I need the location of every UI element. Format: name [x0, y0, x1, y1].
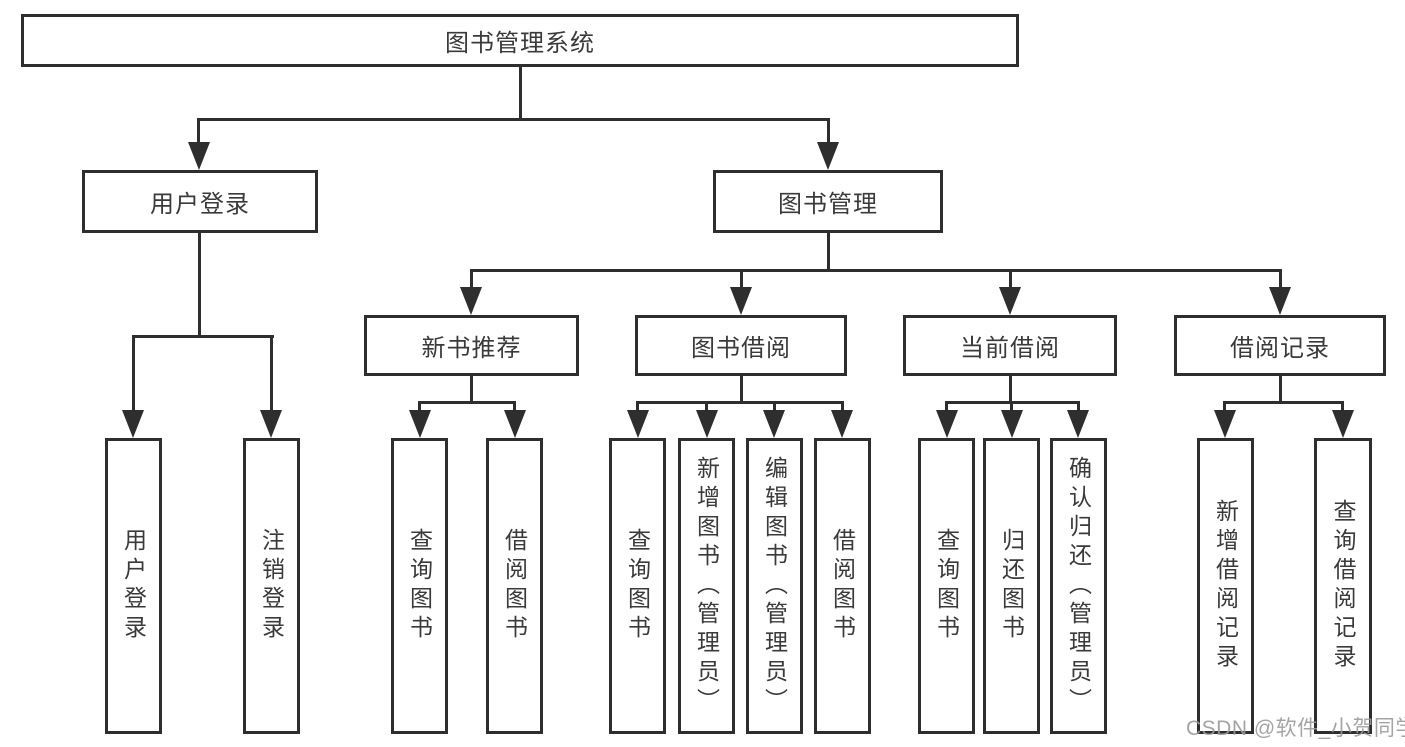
- line: [198, 233, 201, 338]
- leaf-logout: 注销登录: [243, 438, 300, 734]
- node-new-book-recommend: 新书推荐: [364, 315, 579, 376]
- line: [827, 233, 830, 271]
- leaf-return-books-label: 归还图书: [998, 528, 1025, 644]
- leaf-query-books-1-label: 查询图书: [406, 528, 433, 644]
- leaf-borrow-books-1: 借阅图书: [486, 438, 543, 734]
- leaf-query-books-1: 查询图书: [391, 438, 448, 734]
- node-borrowing-records-label: 借阅记录: [1230, 335, 1330, 362]
- arrow-down: [1332, 410, 1354, 438]
- leaf-borrow-books-1-label: 借阅图书: [501, 528, 528, 644]
- line: [470, 376, 473, 404]
- line: [418, 401, 516, 404]
- line: [270, 335, 273, 413]
- leaf-query-books-3-label: 查询图书: [933, 528, 960, 644]
- line: [1341, 401, 1344, 416]
- arrow-down: [696, 410, 718, 438]
- leaf-edit-books-admin-label: 编辑图书（管理员）: [761, 455, 788, 717]
- line: [197, 118, 830, 121]
- line: [841, 401, 844, 416]
- line: [636, 401, 639, 416]
- line: [513, 401, 516, 416]
- node-book-management-label: 图书管理: [778, 191, 878, 218]
- arrow-down: [1214, 410, 1236, 438]
- csdn-watermark: CSDN @软件_小贺同学: [1186, 717, 1405, 740]
- arrow-down: [1067, 410, 1089, 438]
- arrow-down: [1269, 287, 1291, 315]
- arrow-down: [1001, 410, 1023, 438]
- leaf-query-borrow-record-label: 查询借阅记录: [1330, 499, 1356, 673]
- arrow-down: [936, 410, 958, 438]
- leaf-confirm-return-admin: 确认归还（管理员）: [1050, 438, 1107, 734]
- node-new-book-recommend-label: 新书推荐: [421, 335, 522, 362]
- arrow-down: [831, 410, 853, 438]
- arrow-down: [999, 287, 1021, 315]
- arrow-down: [504, 410, 526, 438]
- leaf-query-borrow-record: 查询借阅记录: [1314, 438, 1372, 734]
- line: [1010, 401, 1013, 416]
- node-book-management: 图书管理: [713, 170, 943, 233]
- leaf-query-books-2: 查询图书: [609, 438, 666, 734]
- leaf-user-login-label: 用户登录: [120, 528, 147, 644]
- line: [519, 67, 522, 121]
- line: [636, 401, 844, 404]
- line: [1009, 376, 1012, 404]
- arrow-down: [730, 287, 752, 315]
- line: [740, 376, 743, 404]
- arrow-down: [763, 410, 785, 438]
- arrow-down: [260, 410, 282, 438]
- arrow-down: [627, 410, 649, 438]
- line: [1279, 269, 1282, 292]
- node-current-borrowing-label: 当前借阅: [960, 335, 1060, 362]
- node-root: 图书管理系统: [21, 14, 1019, 67]
- leaf-borrow-books-2-label: 借阅图书: [829, 528, 856, 644]
- line: [132, 335, 274, 338]
- leaf-return-books: 归还图书: [983, 438, 1040, 734]
- leaf-borrow-books-2: 借阅图书: [814, 438, 871, 734]
- line: [197, 118, 200, 146]
- leaf-query-books-2-label: 查询图书: [624, 528, 651, 644]
- line: [418, 401, 421, 416]
- arrow-down: [122, 410, 144, 438]
- leaf-user-login: 用户登录: [105, 438, 162, 734]
- leaf-edit-books-admin: 编辑图书（管理员）: [746, 438, 803, 734]
- arrow-down: [460, 287, 482, 315]
- leaf-add-books-admin: 新增图书（管理员）: [678, 438, 735, 734]
- line: [1223, 401, 1226, 416]
- line: [1009, 269, 1012, 292]
- line: [827, 118, 830, 146]
- arrow-down: [188, 142, 210, 170]
- line: [705, 401, 708, 416]
- line: [132, 335, 135, 413]
- node-root-label: 图书管理系统: [445, 30, 595, 57]
- line: [1077, 401, 1080, 416]
- leaf-add-borrow-record: 新增借阅记录: [1197, 438, 1254, 734]
- node-current-borrowing: 当前借阅: [903, 315, 1117, 376]
- leaf-confirm-return-admin-label: 确认归还（管理员）: [1065, 455, 1092, 717]
- node-user-login-label: 用户登录: [150, 191, 250, 218]
- node-book-borrowing: 图书借阅: [635, 315, 847, 376]
- line: [1223, 401, 1344, 404]
- line: [1279, 376, 1282, 404]
- line: [470, 269, 1282, 272]
- leaf-add-borrow-record-label: 新增借阅记录: [1212, 499, 1239, 673]
- leaf-add-books-admin-label: 新增图书（管理员）: [693, 455, 720, 717]
- line: [773, 401, 776, 416]
- line: [740, 269, 743, 292]
- node-borrowing-records: 借阅记录: [1174, 315, 1386, 376]
- line: [470, 269, 473, 292]
- leaf-query-books-3: 查询图书: [918, 438, 975, 734]
- line: [945, 401, 948, 416]
- arrow-down: [817, 142, 839, 170]
- arrow-down: [409, 410, 431, 438]
- node-book-borrowing-label: 图书借阅: [691, 335, 791, 362]
- leaf-logout-label: 注销登录: [258, 528, 285, 644]
- node-user-login: 用户登录: [82, 170, 318, 233]
